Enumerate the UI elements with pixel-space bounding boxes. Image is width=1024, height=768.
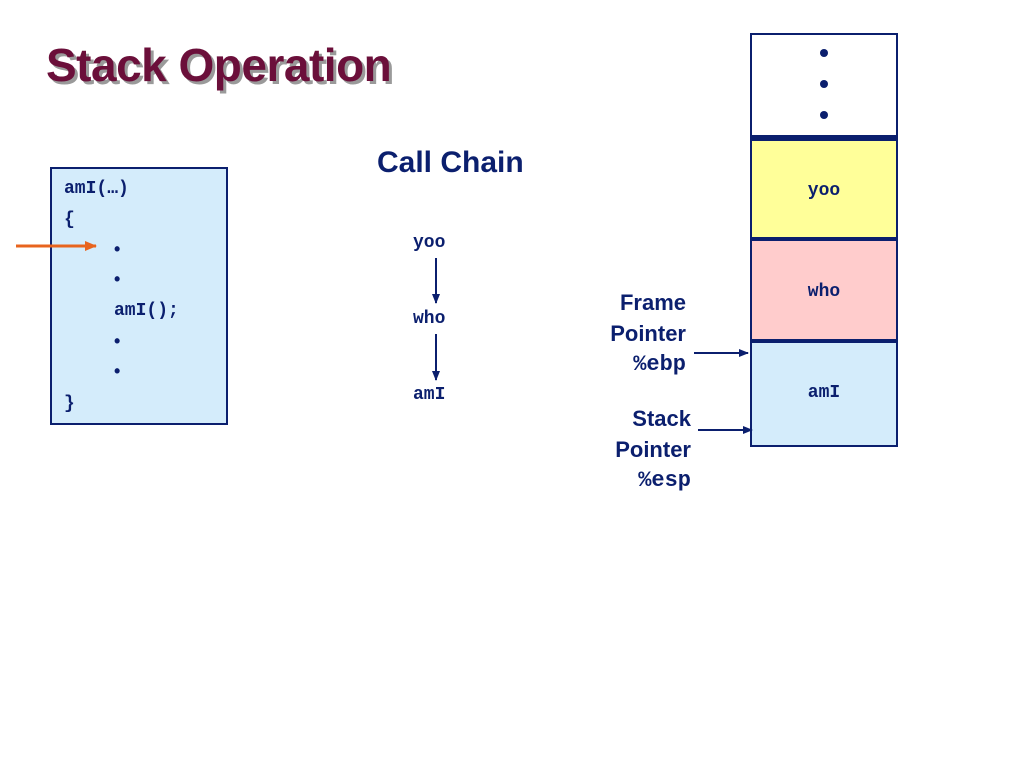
ellipsis-dot [820,49,828,57]
code-box: amI(…) { • • amI(); • • } [50,167,228,425]
code-function-header: amI(…) [64,179,129,199]
code-bullet-2: • [114,269,121,289]
ellipsis-dot [820,80,828,88]
code-close-brace: } [64,394,75,414]
code-call-statement: amI(); [114,301,179,321]
frame-pointer-register: %ebp [633,352,686,377]
frame-pointer-line1: Frame [619,290,686,315]
stack-diagram: yoo who amI [750,33,898,447]
call-chain-node-who: who [413,309,446,329]
stack-frame-who: who [750,239,898,341]
call-chain-node-yoo: yoo [413,233,446,253]
stack-frame-label: who [807,282,841,302]
code-bullet-1: • [114,239,121,259]
code-bullet-3: • [114,331,121,351]
stack-pointer-line1: Stack [632,406,691,431]
stack-pointer-line2: Pointer [615,437,691,462]
stack-frame-yoo: yoo [750,137,898,239]
ellipsis-dot [820,111,828,119]
call-chain-node-ami: amI [413,385,446,405]
call-chain-title: Call Chain [377,146,524,179]
frame-pointer-line2: Pointer [610,321,686,346]
stack-frame-label: amI [807,383,841,403]
stack-pointer-register: %esp [638,468,691,493]
frame-pointer-label: Frame Pointer %ebp [610,287,686,380]
stack-frame-ami: amI [750,341,898,447]
code-open-brace: { [64,210,75,230]
stack-pointer-label: Stack Pointer %esp [615,403,691,496]
stack-unknown-region [750,33,898,137]
code-bullet-4: • [114,361,121,381]
slide-title: Stack Operation [46,39,392,91]
stack-frame-label: yoo [807,181,841,201]
